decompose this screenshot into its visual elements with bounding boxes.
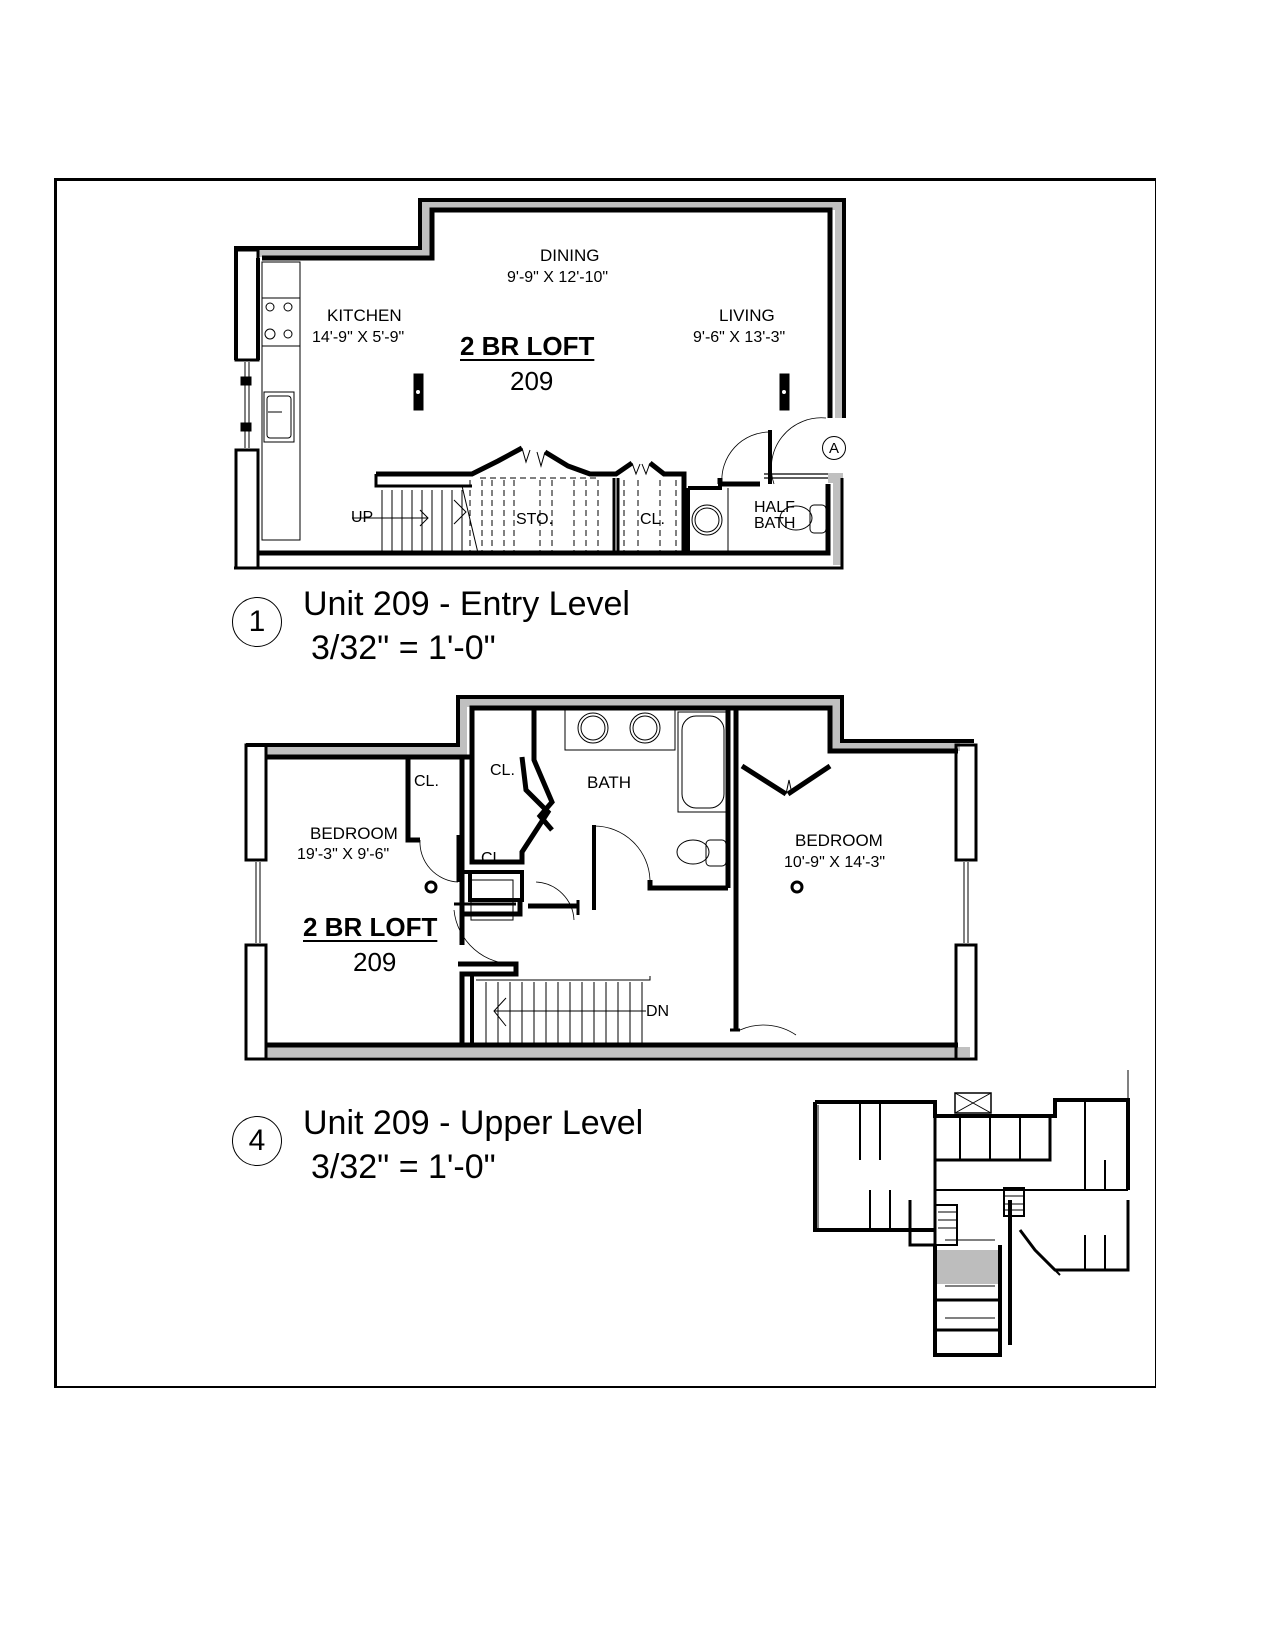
- room-dim-bedroom-2: 10'-9" X 14'-3": [784, 854, 886, 871]
- unit-type-label-upper: 2 BR LOFT: [303, 912, 438, 942]
- closet-label-center: CL.: [490, 762, 515, 779]
- half-bath-line2: BATH: [754, 515, 796, 532]
- key-plan: [813, 1070, 1130, 1357]
- drawing-number: 4: [248, 1124, 266, 1157]
- drawing-title-upper-level: Unit 209 - Upper Level: [303, 1104, 644, 1142]
- room-label-half-bath: HALF BATH: [754, 500, 795, 532]
- drawing-number-bubble-1: 1: [232, 597, 282, 647]
- entry-level-plan: [234, 198, 846, 570]
- room-label-kitchen: KITCHEN: [327, 306, 402, 325]
- drawing-scale-entry-level: 3/32" = 1'-0": [311, 629, 496, 667]
- storage-label: STO.: [516, 511, 554, 528]
- drawing-scale-upper-level: 3/32" = 1'-0": [311, 1148, 496, 1186]
- unit-type-label: 2 BR LOFT: [460, 331, 595, 361]
- stair-up-label: UP: [351, 509, 374, 526]
- closet-label-linen: CL.: [481, 850, 506, 867]
- room-dim-bedroom-1: 19'-3" X 9'-6": [297, 846, 390, 863]
- room-label-bedroom-1: BEDROOM: [310, 824, 398, 843]
- room-dim-living: 9'-6" X 13'-3": [693, 329, 786, 346]
- upper-level-plan: [244, 695, 978, 1061]
- drawing-number: 1: [248, 605, 266, 638]
- room-dim-kitchen: 14'-9" X 5'-9": [312, 329, 405, 346]
- room-label-bath: BATH: [587, 773, 632, 792]
- room-label-bedroom-2: BEDROOM: [795, 831, 883, 850]
- door-tag-a: A: [822, 436, 846, 460]
- room-dim-dining: 9'-9" X 12'-10": [507, 269, 609, 286]
- closet-label-left: CL.: [414, 773, 439, 790]
- unit-number-label: 209: [510, 366, 554, 396]
- drawing-number-bubble-4: 4: [232, 1116, 282, 1166]
- room-label-dining: DINING: [540, 246, 600, 265]
- stair-down-label: DN: [646, 1003, 670, 1020]
- sheet-border: [54, 178, 1156, 1388]
- room-label-living: LIVING: [719, 306, 775, 325]
- half-bath-line1: HALF: [754, 499, 795, 516]
- unit-number-label-upper: 209: [353, 947, 397, 977]
- closet-label: CL.: [640, 511, 665, 528]
- drawing-title-entry-level: Unit 209 - Entry Level: [303, 585, 630, 623]
